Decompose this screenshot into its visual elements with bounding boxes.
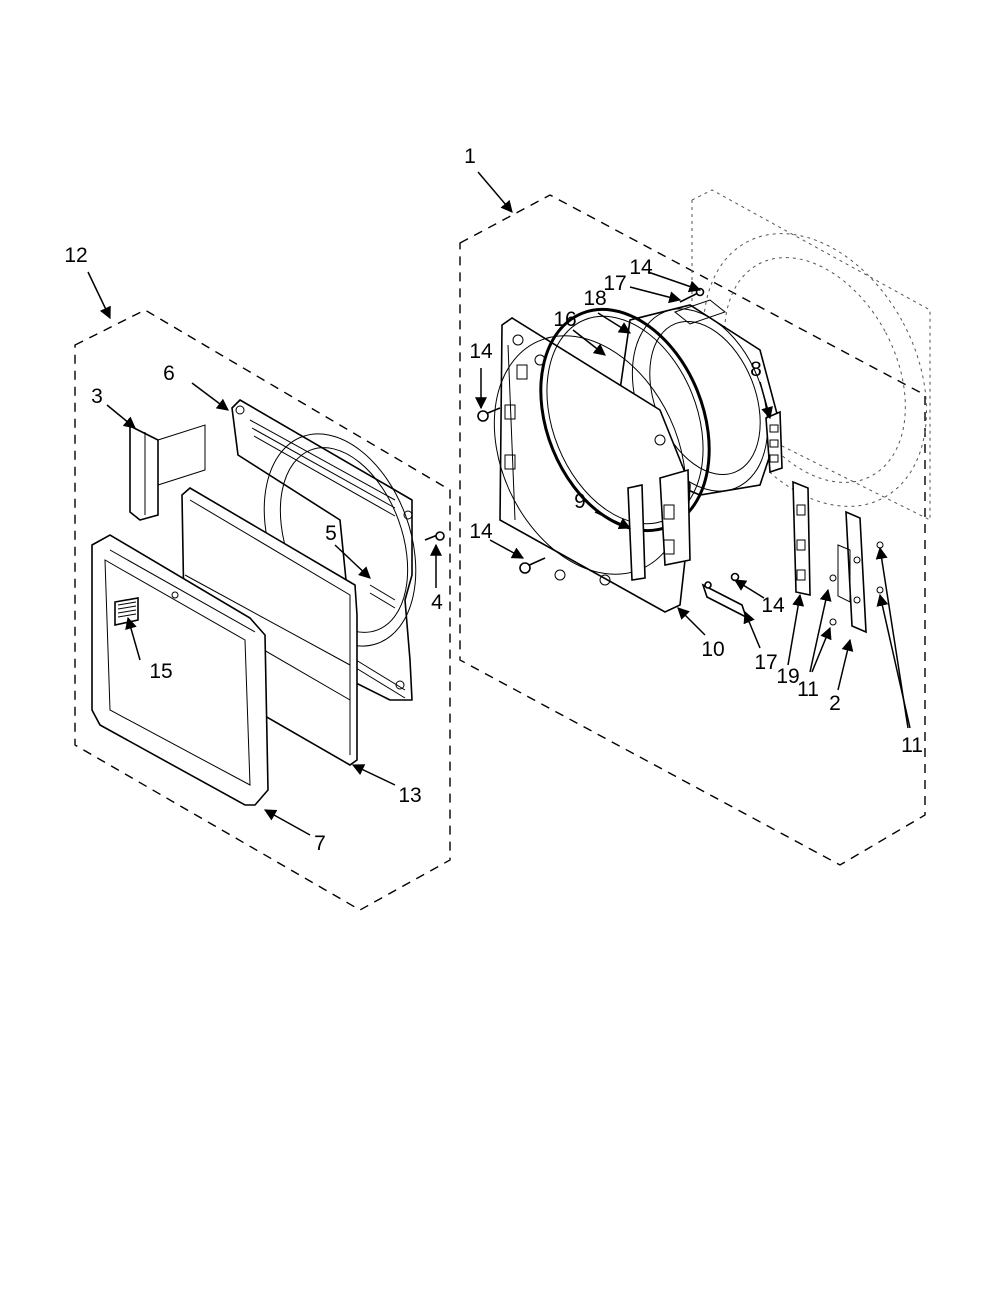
screw-part-14-bottom xyxy=(519,557,546,574)
door-badge-part xyxy=(114,597,139,626)
callout-11-left: 11 xyxy=(797,678,819,701)
strike-part-17 xyxy=(701,572,748,619)
callout-2: 2 xyxy=(829,692,841,715)
assembly-boundary-left xyxy=(74,309,451,911)
bracket-part-19 xyxy=(792,480,811,596)
callout-14-right: 14 xyxy=(761,594,785,617)
front-panel-assembly-group xyxy=(459,189,931,866)
hinge-bracket-part xyxy=(627,468,691,581)
callout-11-right: 11 xyxy=(901,734,923,757)
assembly-boundary-right xyxy=(459,194,926,866)
callout-labels: 1 12 3 6 5 4 15 13 7 14 17 18 16 14 8 9 … xyxy=(64,145,923,855)
latch-part xyxy=(765,410,783,474)
callout-9: 9 xyxy=(574,490,586,513)
leader-lines xyxy=(87,171,911,836)
callout-18: 18 xyxy=(583,287,606,310)
inner-door-frame-part xyxy=(231,399,417,701)
callout-15: 15 xyxy=(149,660,172,683)
door-handle-part xyxy=(129,424,206,521)
callout-5: 5 xyxy=(325,522,337,545)
callout-3: 3 xyxy=(91,385,103,408)
callout-4: 4 xyxy=(431,591,443,614)
callout-16: 16 xyxy=(553,308,576,331)
screw-part-14-left xyxy=(477,407,501,422)
callout-19: 19 xyxy=(776,665,799,688)
callout-14-bottom: 14 xyxy=(469,520,493,543)
hinge-part-2 xyxy=(837,510,867,634)
door-assembly-group xyxy=(74,309,451,911)
callout-7: 7 xyxy=(314,832,326,855)
callout-14-left: 14 xyxy=(469,340,493,363)
callout-8: 8 xyxy=(750,358,762,381)
callout-6: 6 xyxy=(163,362,175,385)
callout-1: 1 xyxy=(464,145,476,168)
callout-10: 10 xyxy=(701,638,724,661)
callout-17-bottom: 17 xyxy=(754,651,777,674)
callout-12: 12 xyxy=(64,244,87,267)
screw-part-4 xyxy=(424,531,445,541)
callout-14-top: 14 xyxy=(629,256,653,279)
callout-13: 13 xyxy=(398,784,421,807)
callout-17-top: 17 xyxy=(603,272,626,295)
